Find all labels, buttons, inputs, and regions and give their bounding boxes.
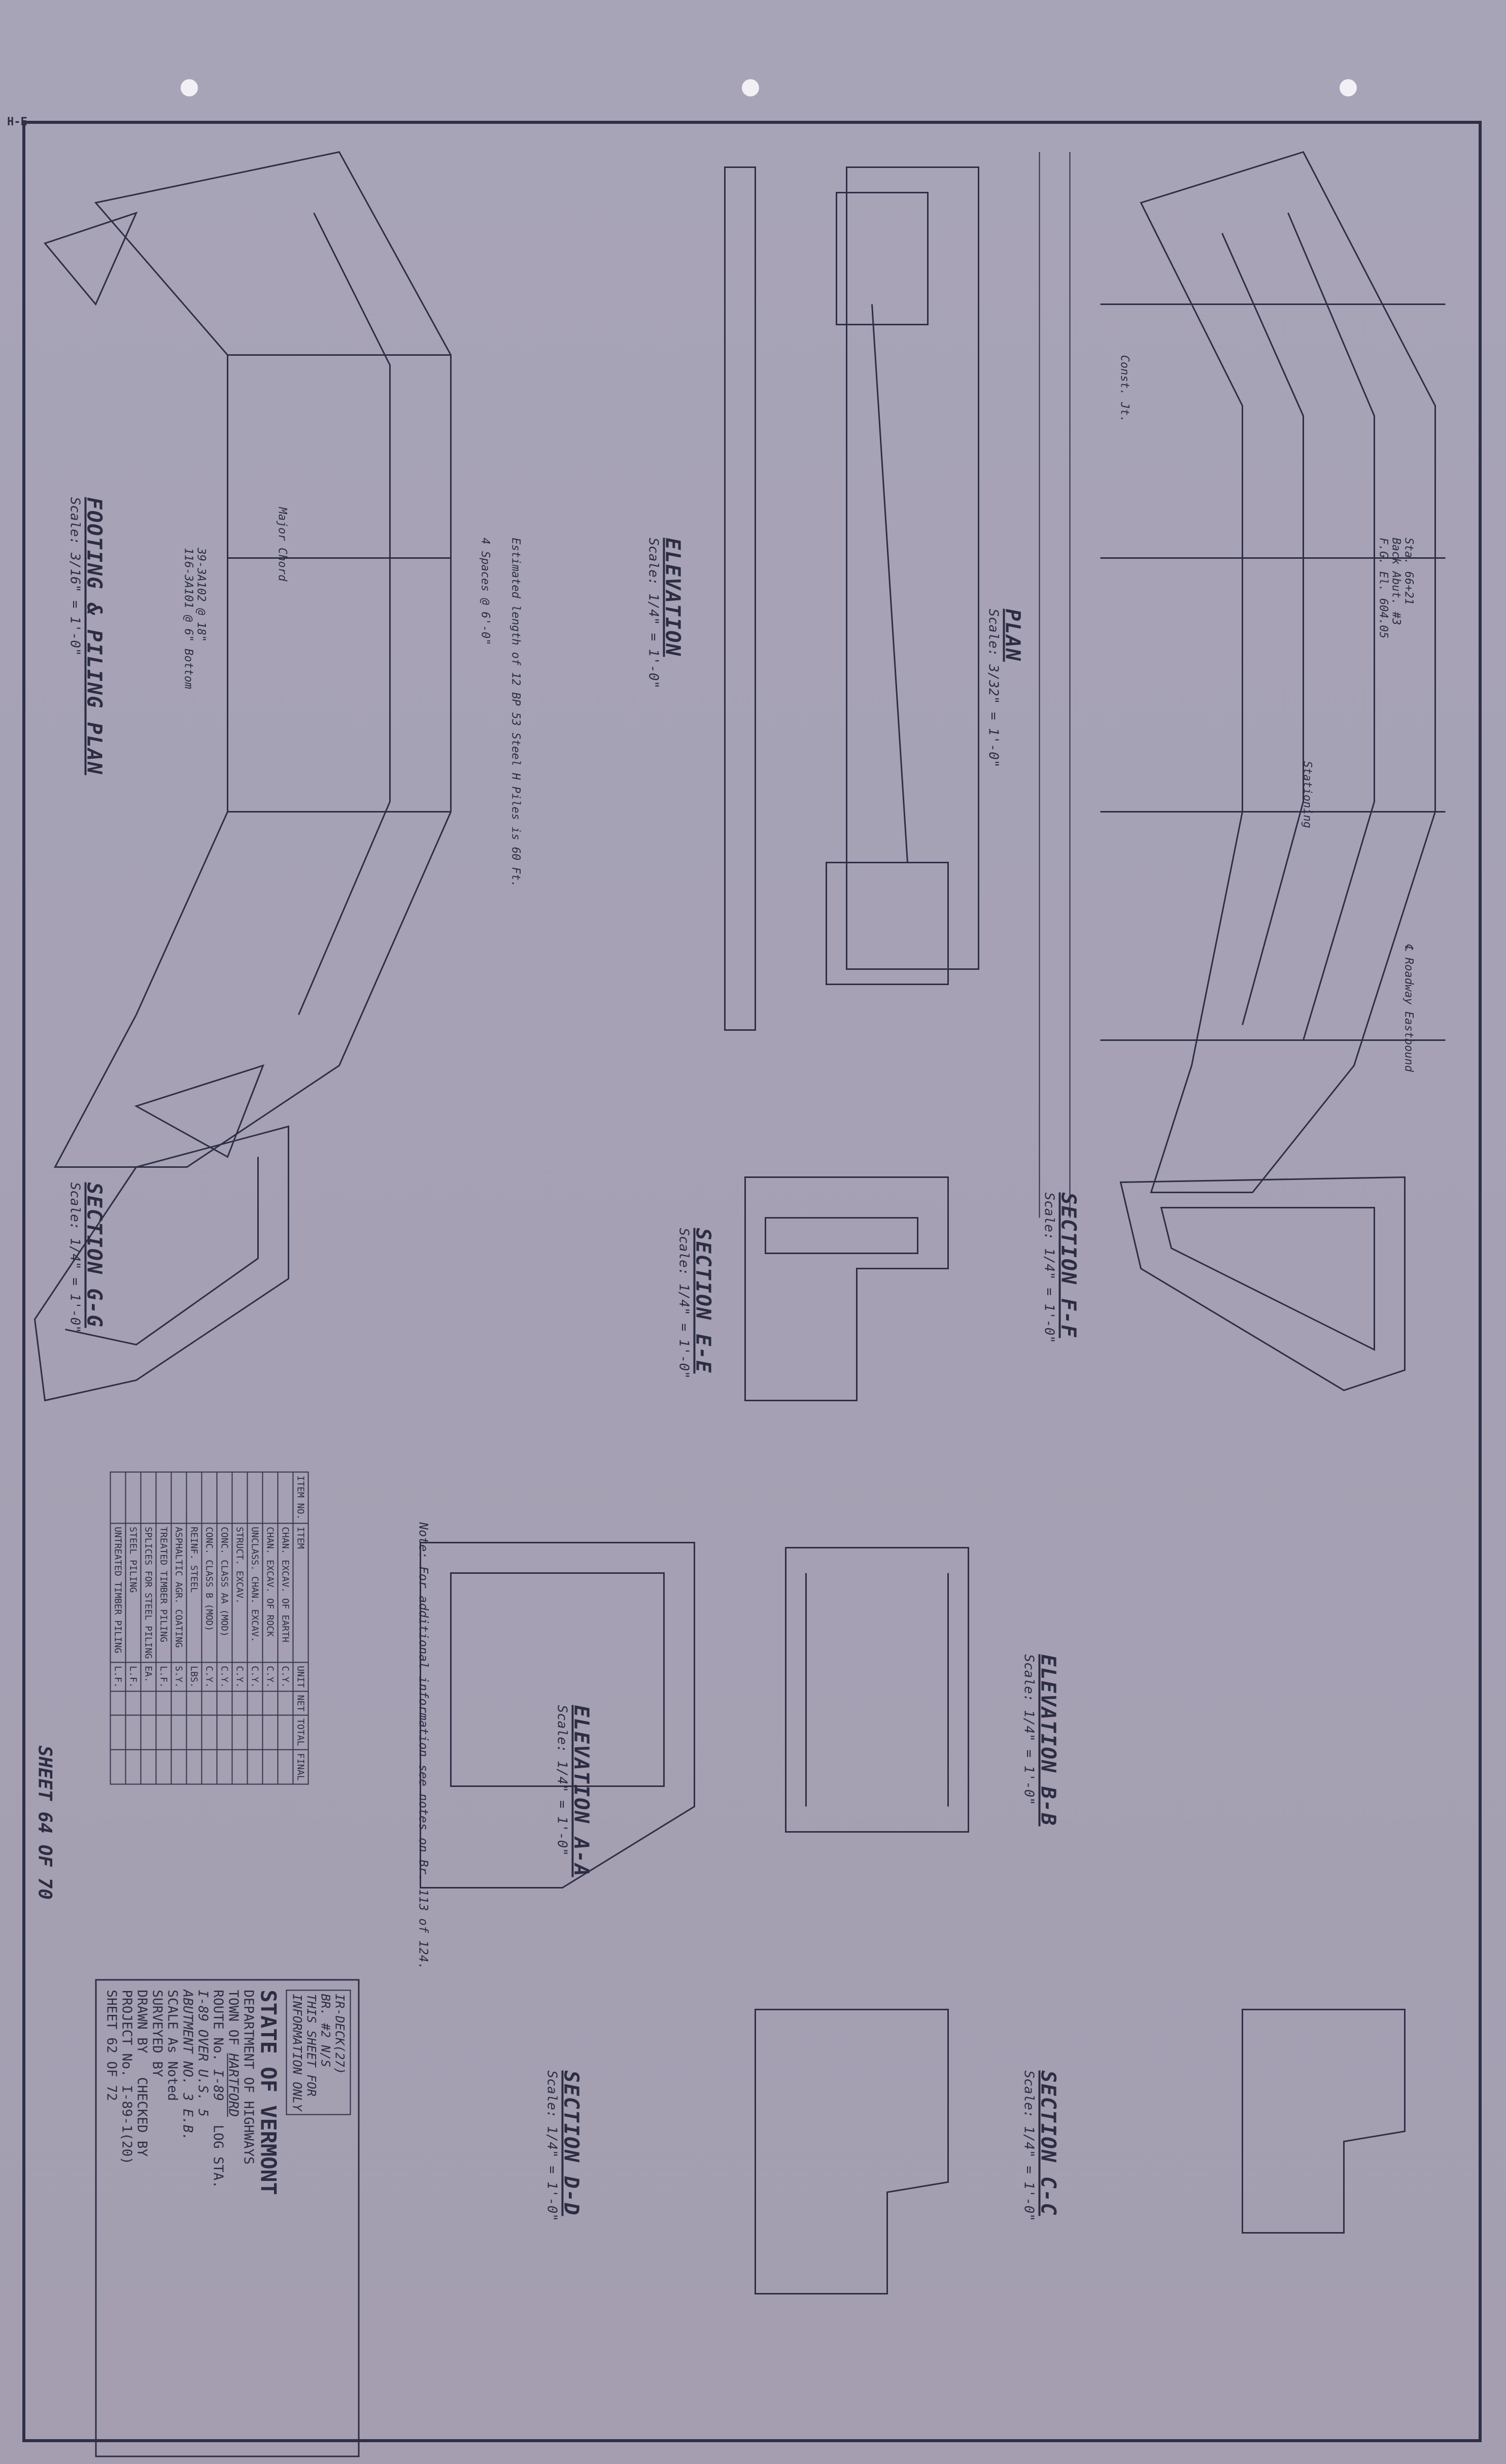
stationing-label: Stationing: [1300, 761, 1314, 828]
item-name: UNTREATED TIMBER PILING: [110, 1523, 126, 1663]
dept-name: DEPARTMENT OF HIGHWAYS: [241, 1989, 256, 2165]
col-total: TOTAL: [293, 1715, 309, 1750]
sheet-number: SHEET 64 OF 70: [34, 1745, 55, 1900]
description-1: I-89 OVER U.S. 5: [195, 1989, 211, 2117]
punch-hole: [181, 79, 198, 96]
quantity-table: ITEM NO. ITEM UNIT NET TOTAL FINAL CHAN.…: [110, 1472, 309, 1785]
col-net: NET: [293, 1691, 309, 1715]
station-label: Sta. 66+21 Back Abut. #3 F.G. El. 604.05: [1377, 537, 1415, 639]
item-name: CHAN. EXCAV. OF ROCK: [262, 1523, 278, 1663]
item-name: STEEL PILING: [125, 1523, 141, 1663]
item-name: SPLICES FOR STEEL PILING: [141, 1523, 156, 1663]
state-name: STATE OF VERMONT: [256, 1989, 281, 2196]
surveyed-by: SURVEYED BY: [149, 1989, 165, 2077]
sheet-of: SHEET 62 OF 72: [104, 1989, 119, 2101]
item-unit: S.Y.: [171, 1662, 187, 1692]
item-name: STRUCT. EXCAV.: [232, 1523, 248, 1663]
pile-note: Estimated length of 12 BP 53 Steel H Pil…: [509, 537, 522, 888]
item-unit: L.F.: [110, 1662, 126, 1692]
item-name: CHAN. EXCAV. OF EARTH: [278, 1523, 293, 1663]
table-row: UNCLASS. CHAN. EXCAV.C.Y.: [247, 1472, 263, 1784]
table-row: CONC. CLASS AA (MOD)C.Y.: [217, 1472, 232, 1784]
item-name: ASPHALTIC AGR. COATING: [171, 1523, 187, 1663]
roadway-label: ℄ Roadway Eastbound: [1402, 943, 1415, 1072]
town: HARTFORD: [225, 2053, 241, 2117]
hr-mark: H-E: [7, 116, 27, 128]
item-unit: C.Y.: [247, 1662, 263, 1692]
spaces-label: 4 Spaces @ 6'-0": [478, 537, 492, 646]
elevation-aa-title: ELEVATION A-A Scale: 1/4" = 1'-0": [554, 1705, 593, 1877]
table-row: CONC. CLASS B (MOD)C.Y.: [201, 1472, 217, 1784]
footing-title: FOOTING & PILING PLAN Scale: 3/16" = 1'-…: [67, 497, 106, 775]
checked-by: CHECKED BY: [134, 2077, 150, 2157]
route: I-89: [210, 2069, 226, 2101]
note-text: Note: For additional information see not…: [416, 1522, 431, 1970]
info-stamp: IR-DECK(27) BR. #2 N/S THIS SHEET FOR IN…: [286, 1989, 351, 2115]
item-unit: C.Y.: [278, 1662, 293, 1692]
title-block: IR-DECK(27) BR. #2 N/S THIS SHEET FOR IN…: [95, 1979, 360, 2457]
item-unit: C.Y.: [217, 1662, 232, 1692]
col-unit: UNIT: [293, 1662, 309, 1692]
punch-hole: [742, 79, 759, 96]
item-name: CONC. CLASS B (MOD): [201, 1523, 217, 1663]
item-name: TREATED TIMBER PILING: [156, 1523, 172, 1663]
item-name: CONC. CLASS AA (MOD): [217, 1523, 232, 1663]
item-unit: LBS.: [186, 1662, 202, 1692]
item-unit: C.Y.: [232, 1662, 248, 1692]
col-item: ITEM: [293, 1523, 309, 1663]
item-unit: C.Y.: [262, 1662, 278, 1692]
sheet-border: [22, 121, 1482, 2442]
table-row: STRUCT. EXCAV.C.Y.: [232, 1472, 248, 1784]
section-ee-title: SECTION E-E Scale: 1/4" = 1'-0": [676, 1228, 715, 1379]
description-2: ABUTMENT NO. 3 E.B.: [180, 1989, 195, 2141]
section-gg-title: SECTION G-G Scale: 1/4" = 1'-0": [67, 1182, 106, 1333]
item-unit: L.F.: [156, 1662, 172, 1692]
section-dd-title: SECTION D-D Scale: 1/4" = 1'-0": [544, 2070, 583, 2221]
const-jt-label: Const. Jt.: [1118, 355, 1131, 422]
item-name: UNCLASS. CHAN. EXCAV.: [247, 1523, 263, 1663]
elevation-bb-title: ELEVATION B-B Scale: 1/4" = 1'-0": [1021, 1654, 1060, 1827]
project-number: PROJECT No. I-89-1(20): [119, 1989, 134, 2165]
col-item-no: ITEM NO.: [293, 1472, 309, 1524]
elevation-title: ELEVATION Scale: 1/4" = 1'-0": [645, 537, 684, 689]
col-final: FINAL: [293, 1749, 309, 1784]
section-ff-title: SECTION F-F Scale: 1/4" = 1'-0": [1041, 1192, 1080, 1343]
item-unit: L.F.: [125, 1662, 141, 1692]
major-chord-label: Major Chord: [276, 507, 289, 582]
item-unit: C.Y.: [201, 1662, 217, 1692]
section-cc-title: SECTION C-C Scale: 1/4" = 1'-0": [1021, 2070, 1060, 2221]
footing-bars: 39-3A102 @ 18" 116-3A101 @ 6" Bottom: [182, 548, 208, 689]
drawn-by: DRAWN BY: [134, 1989, 150, 2053]
punch-hole: [1340, 79, 1357, 96]
item-unit: EA.: [141, 1662, 156, 1692]
quantity-header-row: ITEM NO. ITEM UNIT NET TOTAL FINAL: [293, 1472, 309, 1784]
item-name: REINF. STEEL: [186, 1523, 202, 1663]
scale-label: SCALE As Noted: [164, 1989, 180, 2101]
plan-title: PLAN Scale: 3/32" = 1'-0": [985, 609, 1024, 768]
